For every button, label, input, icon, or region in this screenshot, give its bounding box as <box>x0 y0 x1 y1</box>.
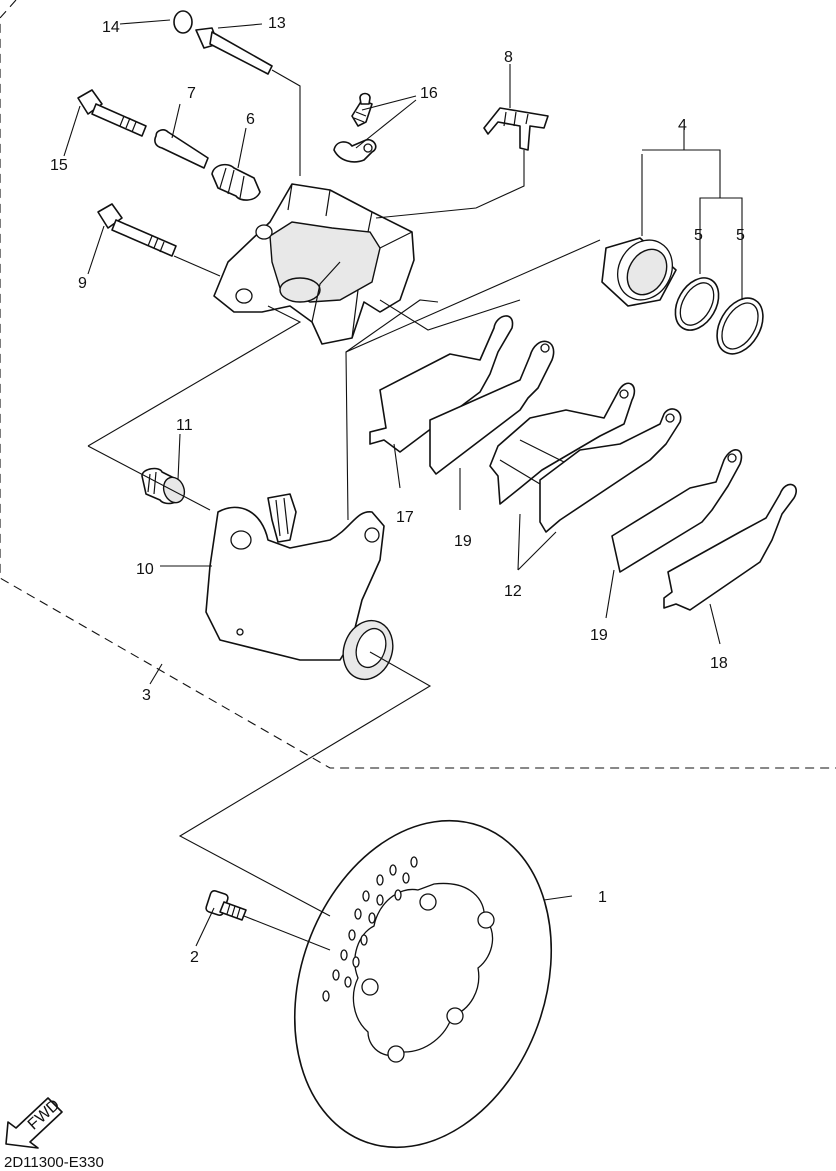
callout-4: 4 <box>678 117 687 134</box>
callout-9: 9 <box>78 275 87 292</box>
callout-1: 1 <box>598 889 607 906</box>
callout-11: 11 <box>176 417 193 434</box>
pad-pin <box>195 27 273 75</box>
callout-3: 3 <box>142 687 151 704</box>
callout-8: 8 <box>504 49 513 66</box>
caliper-piston <box>601 237 677 307</box>
caliper-assembly-boundary <box>0 0 836 769</box>
callout-19a: 19 <box>454 533 472 550</box>
callout-2: 2 <box>190 949 199 966</box>
slide-pin <box>154 129 209 169</box>
piston-seal-outer <box>674 277 720 331</box>
callout-14: 14 <box>102 19 120 36</box>
diagram-code: 2D11300-E330 <box>4 1154 104 1171</box>
callout-18: 18 <box>710 655 728 672</box>
callout-6: 6 <box>246 111 255 128</box>
bracket-bushing <box>141 467 186 505</box>
bracket-pad-clip <box>267 493 297 543</box>
piston-seal-inner <box>716 297 764 355</box>
callout-12: 12 <box>504 583 522 600</box>
callout-5a: 5 <box>694 227 703 244</box>
caliper-bolt-15 <box>77 89 147 137</box>
caliper-bracket <box>205 493 394 681</box>
pad-shim-18 <box>663 483 797 611</box>
forward-direction-arrow: FWD <box>5 1096 63 1149</box>
callout-16: 16 <box>420 85 438 102</box>
callout-10: 10 <box>136 561 154 578</box>
brake-pad-19-right <box>611 449 743 573</box>
callout-13: 13 <box>268 15 286 32</box>
pad-shim-17 <box>369 315 514 453</box>
pin-boot <box>211 163 261 201</box>
brake-pad-set-12 <box>489 382 682 533</box>
disc-vent-holes <box>322 856 418 1002</box>
callout-7: 7 <box>187 85 196 102</box>
caliper-body <box>213 183 415 345</box>
brake-pad-19-left <box>429 340 555 475</box>
caliper-bolt-9 <box>97 203 177 257</box>
pin-plug <box>173 10 193 34</box>
callout-labels: 1 2 3 4 5 5 6 7 8 9 10 11 12 13 14 15 16… <box>50 15 745 966</box>
brake-disc <box>293 819 553 1149</box>
disc-bolt <box>205 889 247 921</box>
callout-15: 15 <box>50 157 68 174</box>
callout-17: 17 <box>396 509 414 526</box>
bleed-screw <box>333 92 377 163</box>
callout-5b: 5 <box>736 227 745 244</box>
callout-19b: 19 <box>590 627 608 644</box>
pad-spring <box>483 107 549 151</box>
leader-lines <box>63 19 743 951</box>
